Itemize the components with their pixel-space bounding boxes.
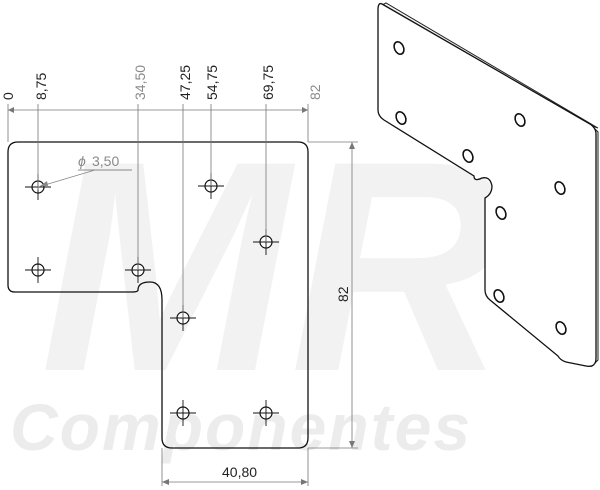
width-dimension xyxy=(161,448,309,486)
dim-label-0: 0 xyxy=(0,92,16,100)
plate-3d-view xyxy=(377,2,599,368)
hole-3d xyxy=(554,181,566,195)
hole-3d xyxy=(393,41,405,55)
diameter-arrow xyxy=(40,181,48,186)
watermark-logo: MR xyxy=(40,98,507,434)
mounting-hole xyxy=(170,400,196,426)
diameter-symbol: ϕ xyxy=(78,153,86,169)
plate-3d-face xyxy=(377,2,597,367)
width-arrow-right xyxy=(301,479,308,485)
height-label: 82 xyxy=(335,286,351,302)
diameter-callout: ϕ 3,50 xyxy=(37,153,132,188)
dim-label-47-25: 47,25 xyxy=(177,65,193,100)
watermark: MR Componentes xyxy=(10,98,507,464)
hole-3d xyxy=(462,149,474,163)
hole-3d xyxy=(395,111,407,125)
hole-3d xyxy=(495,206,507,220)
hole-3d-group xyxy=(393,41,567,335)
width-arrow-left xyxy=(162,479,169,485)
diameter-value: 3,50 xyxy=(92,153,119,169)
top-extension-lines xyxy=(7,104,309,318)
height-dimension xyxy=(308,141,358,449)
hole-3d xyxy=(514,113,526,127)
hole-3d xyxy=(493,289,505,303)
dim-label-34-50: 34,50 xyxy=(132,65,148,100)
hole-3d xyxy=(555,321,567,335)
top-dimension-labels: 0 8,75 34,50 47,25 54,75 69,75 82 xyxy=(0,65,323,100)
mounting-hole xyxy=(25,257,51,283)
arrow-left xyxy=(8,107,14,113)
arrow-right xyxy=(302,107,308,113)
plate-outline xyxy=(7,141,309,449)
dim-label-54-75: 54,75 xyxy=(204,65,220,100)
top-arrows xyxy=(8,107,308,113)
height-arrow-top xyxy=(349,142,355,149)
mounting-hole xyxy=(253,400,279,426)
height-arrow-bottom xyxy=(349,441,355,448)
dim-label-82: 82 xyxy=(307,84,323,100)
dim-label-69-75: 69,75 xyxy=(260,65,276,100)
dim-label-8-75: 8,75 xyxy=(33,73,49,100)
watermark-brand: Componentes xyxy=(10,390,472,464)
width-label: 40,80 xyxy=(222,464,257,480)
plate-2d-view: 0 8,75 34,50 47,25 54,75 69,75 82 ϕ 3,50… xyxy=(0,65,358,486)
